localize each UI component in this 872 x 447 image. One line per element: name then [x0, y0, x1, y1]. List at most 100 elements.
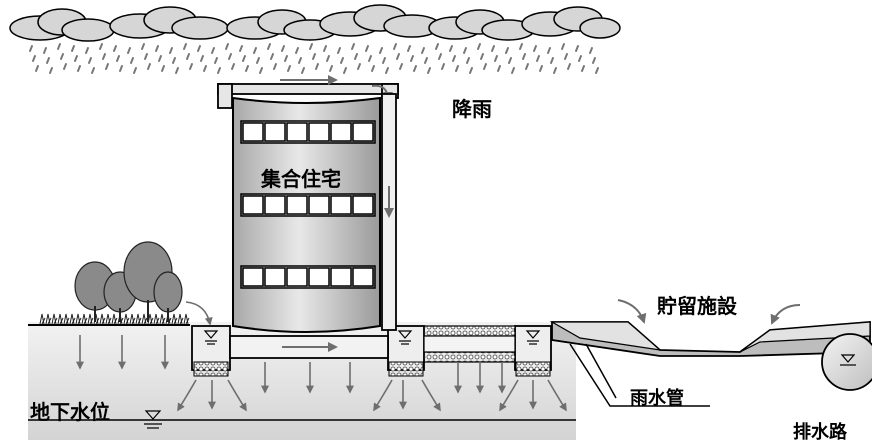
storage-facility-label: 貯留施設 [657, 294, 737, 318]
rain-drop [116, 55, 120, 62]
grass-blade [177, 313, 184, 325]
rain-drop [301, 67, 305, 74]
infiltration-pipe [229, 335, 389, 359]
rain-drop [385, 67, 389, 74]
rain-drop [449, 45, 453, 52]
runoff-arrow [185, 301, 213, 326]
rain-drop [35, 65, 39, 72]
rain-drop [564, 53, 568, 60]
window [308, 267, 330, 287]
rain-drop [497, 65, 501, 72]
rain-drop [589, 47, 593, 54]
rain-drop [399, 63, 403, 70]
rain-drop [74, 55, 78, 62]
rain-drop [477, 43, 481, 50]
infiltration-arrows [76, 301, 567, 412]
rain-drop [77, 65, 81, 72]
cloud [521, 6, 621, 39]
grass-blade [165, 313, 172, 325]
window [286, 267, 308, 287]
cloud [226, 9, 337, 41]
rain-drop [483, 63, 487, 70]
window [352, 195, 374, 215]
rain-drop [578, 55, 582, 62]
rain-drop [533, 45, 537, 52]
window [308, 122, 330, 142]
rain-drop [309, 43, 313, 50]
rain-drop [256, 57, 260, 64]
rain-drop [592, 57, 596, 64]
rain-drop [312, 53, 316, 60]
rain-drop [575, 45, 579, 52]
rain-drop [567, 63, 571, 70]
rain-drop [259, 67, 263, 74]
rain-drop [525, 63, 529, 70]
groundwater-level-icon [144, 410, 162, 429]
rain-drop [491, 45, 495, 52]
grass-blade [141, 313, 148, 325]
cloud [109, 6, 229, 40]
infiltration-arrow [547, 379, 567, 412]
grass-blade [87, 313, 94, 325]
rain-drop [396, 53, 400, 60]
window [242, 195, 264, 215]
rain-drop [393, 43, 397, 50]
rain-drop [281, 45, 285, 52]
window [330, 267, 352, 287]
rain-label: 降雨 [452, 97, 492, 121]
infiltration-arrow [227, 379, 247, 412]
rain-drop [113, 45, 117, 52]
infiltration-arrow [177, 379, 197, 412]
rain-drop [340, 57, 344, 64]
rain-drop [214, 57, 218, 64]
rain-drop [183, 43, 187, 50]
grass-blade [153, 313, 160, 325]
rain-drop [186, 53, 190, 60]
rain-drop [63, 63, 67, 70]
gravel-storage [423, 325, 516, 363]
rain-drop [133, 67, 137, 74]
rain-drop [85, 47, 89, 54]
rain-drop [466, 57, 470, 64]
ground [28, 322, 576, 440]
rain-drop [200, 55, 204, 62]
rain-drop [441, 63, 445, 70]
rain-drop [382, 57, 386, 64]
rain-drop [99, 43, 103, 50]
window-band [240, 265, 376, 289]
rain-drop [242, 55, 246, 62]
rain-drop [245, 65, 249, 72]
cloud [9, 8, 115, 42]
rain-drop [32, 55, 36, 62]
drainage-channel [821, 333, 872, 391]
grass-blade [159, 313, 166, 325]
grass-blade [39, 313, 46, 325]
rain-drop [91, 67, 95, 74]
rain-drops [29, 43, 599, 74]
grass-blade [45, 313, 52, 325]
windows [240, 120, 376, 289]
grass-blade [129, 313, 136, 325]
rain-drop [60, 53, 64, 60]
rain-drop [547, 47, 551, 54]
grass-blade [183, 313, 190, 325]
rain-drop [144, 53, 148, 60]
rain-drop [595, 67, 599, 74]
rain-drop [239, 45, 243, 52]
rain-clouds [9, 4, 621, 42]
storm-pipe-leader [569, 343, 710, 407]
storage-facility [549, 299, 871, 357]
groundwater-label: 地下水位 [30, 400, 110, 424]
rain-drop [315, 63, 319, 70]
infiltration-arrow [421, 379, 441, 412]
rain-drop [357, 63, 361, 70]
grass-blade [99, 313, 106, 325]
rain-drop [211, 47, 215, 54]
window-band [240, 120, 376, 144]
rain-drop [203, 65, 207, 72]
rain-drop [550, 57, 554, 64]
rain-drop [463, 47, 467, 54]
rain-drop [119, 65, 123, 72]
rain-drop [410, 55, 414, 62]
